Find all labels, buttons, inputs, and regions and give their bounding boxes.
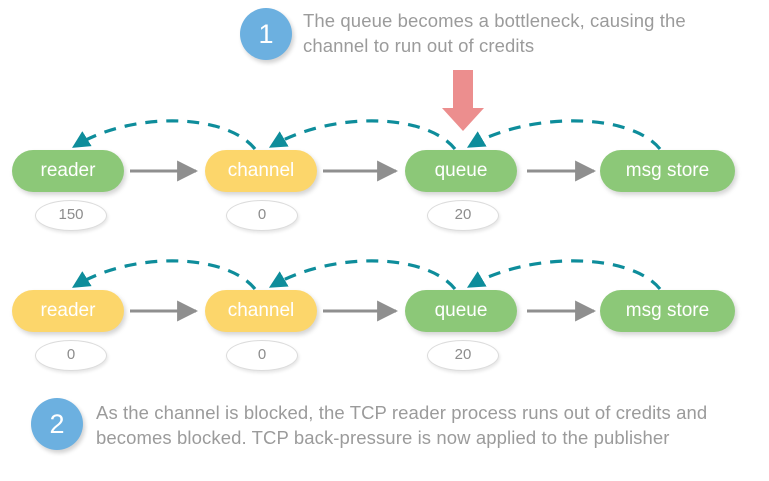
step-caption-2: As the channel is blocked, the TCP reade… bbox=[96, 402, 708, 448]
credit-arc-row1-msgstore-to-queue bbox=[466, 119, 662, 151]
credit-arc-row2-queue-to-channel bbox=[268, 259, 457, 291]
bottleneck-alert-arrow-icon bbox=[442, 70, 484, 131]
credit-arc-row2-channel-to-reader bbox=[72, 259, 257, 291]
node-row2-reader[interactable]: reader bbox=[12, 290, 124, 332]
credits-row2-reader: 0 bbox=[35, 340, 107, 371]
credits-row1-reader: 150 bbox=[35, 200, 107, 231]
credit-arc-row1-channel-to-reader bbox=[72, 119, 257, 151]
credit-arc-row2-msgstore-to-queue bbox=[466, 259, 662, 291]
credits-row2-channel: 0 bbox=[226, 340, 298, 371]
credits-row2-queue: 20 bbox=[427, 340, 499, 371]
step-badge-1: 1 bbox=[240, 8, 292, 60]
step-badge-2: 2 bbox=[31, 398, 83, 450]
node-row1-channel[interactable]: channel bbox=[205, 150, 317, 192]
credit-arc-row1-queue-to-channel bbox=[268, 119, 457, 151]
node-row1-msg-store[interactable]: msg store bbox=[600, 150, 735, 192]
node-row1-queue[interactable]: queue bbox=[405, 150, 517, 192]
credits-row1-queue: 20 bbox=[427, 200, 499, 231]
node-row2-queue[interactable]: queue bbox=[405, 290, 517, 332]
credits-row1-channel: 0 bbox=[226, 200, 298, 231]
step-caption-1: The queue becomes a bottleneck, causing … bbox=[303, 10, 686, 56]
node-row1-reader[interactable]: reader bbox=[12, 150, 124, 192]
node-row2-channel[interactable]: channel bbox=[205, 290, 317, 332]
node-row2-msg-store[interactable]: msg store bbox=[600, 290, 735, 332]
